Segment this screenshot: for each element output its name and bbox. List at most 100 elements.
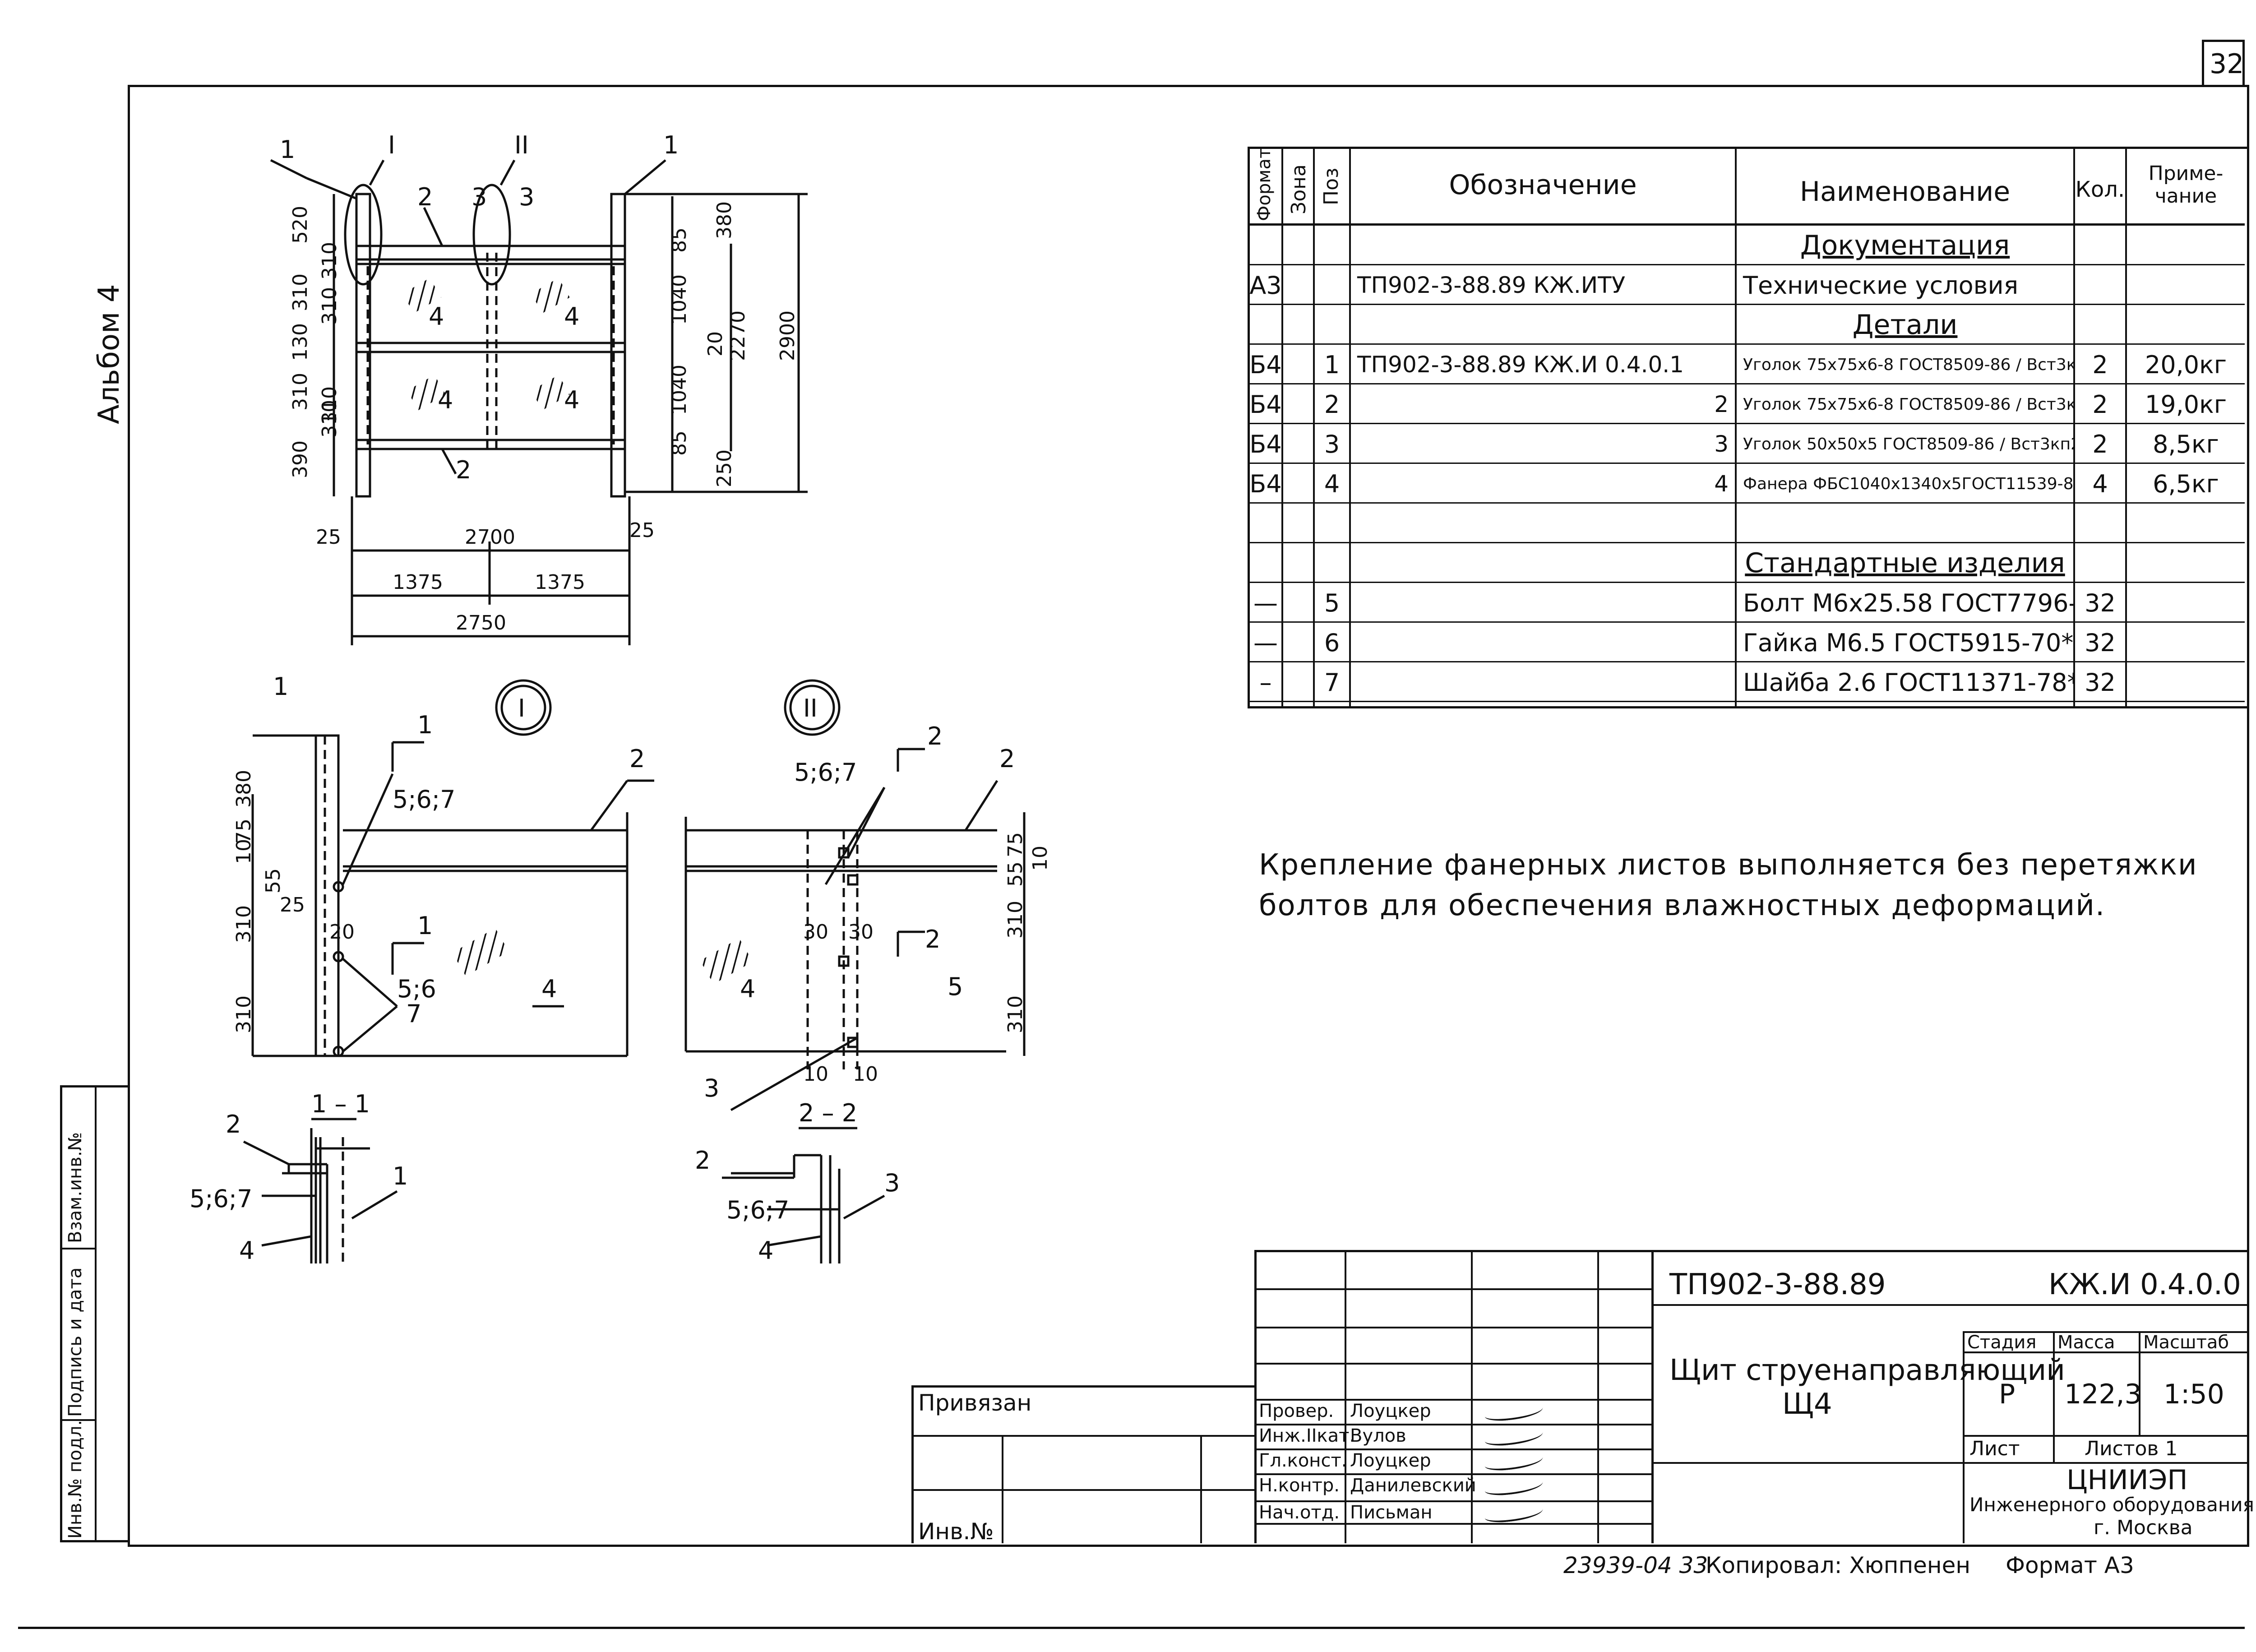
dim-right-2900: 2900 — [776, 310, 799, 361]
detail-II-marker: II — [803, 694, 818, 722]
section-2-2-callout-567: 5;6;7 — [726, 1196, 789, 1224]
tb-title: Щит струенаправляющий — [1669, 1354, 2065, 1387]
tb-mass: 122,3 — [2064, 1379, 2142, 1410]
signature-role: Инж.IIкат. — [1259, 1425, 1355, 1446]
cell-pos: 6 — [1324, 628, 1340, 657]
cell-note — [2127, 583, 2245, 623]
detail-I-dim-55: 55 — [262, 868, 285, 893]
cell-designation — [1351, 226, 1735, 265]
cell-name: Документация — [1800, 230, 2010, 261]
elev-callout-3b: 3 — [519, 183, 534, 211]
cell-designation: 4 — [1714, 471, 1729, 497]
cell-format: Б4 — [1250, 350, 1281, 379]
cell-zone — [1283, 543, 1313, 583]
bound-label: Привязан — [918, 1390, 1032, 1416]
cell-pos — [1315, 504, 1349, 543]
dim-bottom-2750: 2750 — [456, 611, 506, 634]
note-line-2: болтов для обеспечения влажностных дефор… — [1259, 889, 2106, 922]
cell-qty: 32 — [2085, 628, 2116, 657]
cell-name: Болт М6х25.58 ГОСТ7796-70* — [1743, 588, 2073, 617]
dim-bottom-25b: 25 — [629, 519, 655, 542]
cell-pos — [1315, 543, 1349, 583]
spec-row-divider — [1248, 383, 2245, 384]
detail-I-dim-25: 25 — [280, 893, 305, 916]
cell-qty: 32 — [2085, 588, 2116, 617]
cell-note — [2127, 504, 2245, 543]
detail-I-dim-380: 380 — [232, 770, 255, 808]
dim-right-2270: 2270 — [726, 310, 749, 361]
tb-org: ЦНИИЭП — [2066, 1464, 2188, 1496]
tb-stage: Р — [1999, 1379, 2016, 1410]
tb-stage-label: Стадия — [1967, 1332, 2037, 1353]
handwritten-signature — [1484, 1426, 1544, 1448]
dim-right-85a: 85 — [668, 227, 691, 253]
sheet-number-box: 32 — [2202, 40, 2245, 87]
cell-zone — [1283, 464, 1313, 504]
tb-mass-label: Масса — [2057, 1332, 2115, 1353]
cell-qty — [2075, 226, 2125, 265]
cell-designation: ТП902-3-88.89 КЖ.ИТУ — [1357, 272, 1626, 298]
dim-right-380: 380 — [713, 201, 736, 239]
section-1-1-callout-1: 1 — [393, 1162, 408, 1190]
detail-I-callout-56: 5;6 — [397, 975, 436, 1003]
panel-label-2: 4 — [564, 302, 579, 331]
dim-left-130: 130 — [289, 323, 312, 361]
cell-zone — [1283, 265, 1313, 305]
cell-pos: 7 — [1324, 668, 1340, 697]
cell-zone — [1283, 345, 1313, 384]
cell-pos: 1 — [1324, 350, 1340, 379]
spec-row-divider — [1248, 304, 2245, 305]
detail-I-callout-2: 2 — [629, 745, 645, 773]
spec-row-divider — [1248, 661, 2245, 662]
hdr-name: Наименование — [1799, 176, 2011, 208]
cell-name: Стандартные изделия — [1745, 547, 2065, 579]
detail-II-callout-2a: 2 — [927, 722, 943, 750]
cell-qty: 2 — [2092, 350, 2108, 379]
handwritten-signature — [1484, 1401, 1544, 1423]
footer-format: Формат А3 — [2006, 1552, 2134, 1578]
cell-note — [2127, 265, 2245, 305]
cell-qty: 4 — [2092, 469, 2108, 498]
handwritten-signature — [1484, 1503, 1544, 1524]
spec-row-divider — [1248, 264, 2245, 265]
cell-name: Фанера ФБС1040х1340х5ГОСТ11539-83 — [1743, 474, 2073, 493]
cell-format — [1250, 543, 1281, 583]
detail-I-dim-10: 10 — [232, 839, 255, 864]
detail-II-dim-310b: 310 — [1004, 995, 1027, 1033]
dim-left-310d: 310 — [318, 386, 341, 424]
cell-note — [2127, 226, 2245, 265]
footer-copied: Копировал: Хюппенен — [1706, 1552, 1971, 1578]
cell-note: 6,5кг — [2153, 469, 2219, 498]
cell-format — [1250, 226, 1281, 265]
cell-qty: 2 — [2092, 430, 2108, 458]
detail-I-dim-310a: 310 — [232, 905, 255, 943]
cell-note: 19,0кг — [2145, 390, 2227, 419]
cell-note: 8,5кг — [2153, 430, 2219, 458]
cell-qty — [2075, 265, 2125, 305]
cell-designation — [1351, 623, 1735, 662]
section-1-1-title: 1 – 1 — [311, 1090, 370, 1118]
tb-sheet-label: Лист — [1969, 1437, 2020, 1460]
panel-label-3: 4 — [438, 386, 453, 414]
dim-right-20: 20 — [704, 331, 727, 356]
cell-zone — [1283, 384, 1313, 424]
cell-note — [2127, 305, 2245, 345]
hdr-pos: Поз — [1320, 167, 1343, 205]
hdr-note: Приме-чание — [2148, 162, 2224, 208]
cell-zone — [1283, 504, 1313, 543]
section-1-1-callout-4: 4 — [239, 1236, 254, 1265]
cell-name — [1737, 504, 2073, 543]
dim-right-1040a: 1040 — [668, 274, 691, 325]
detail-II-callout-5: 5 — [948, 972, 963, 1001]
elev-callout-1b: 1 — [663, 131, 679, 159]
handwritten-signature — [1484, 1476, 1544, 1497]
detail-II-dim-75: 75 — [1004, 832, 1027, 857]
cell-zone — [1283, 226, 1313, 265]
cell-pos: 2 — [1324, 390, 1340, 419]
panel-label-4: 4 — [564, 386, 579, 414]
cell-qty — [2075, 305, 2125, 345]
